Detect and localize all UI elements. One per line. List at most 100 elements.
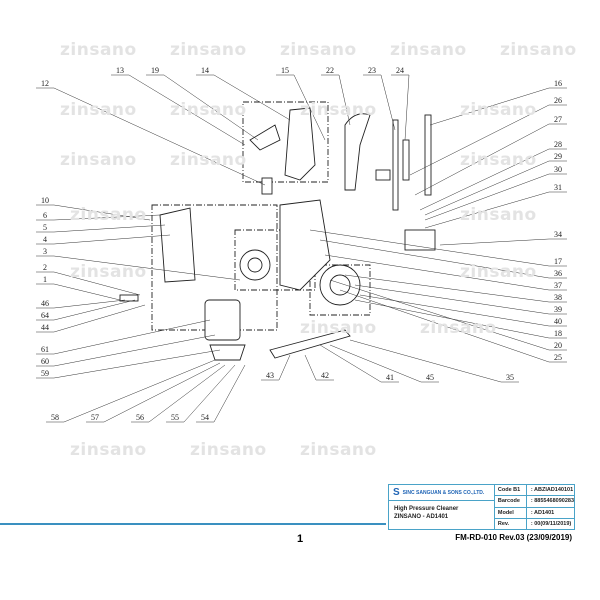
leader-line <box>338 74 351 126</box>
part-number-label: 38 <box>554 293 562 302</box>
cable-part <box>269 329 351 359</box>
leader-line <box>424 160 550 216</box>
front-cover-part <box>159 207 196 283</box>
part-number-label: 25 <box>554 353 562 362</box>
part-number-label: 16 <box>554 79 562 88</box>
part-number-label: 19 <box>151 66 159 75</box>
tb-key: Rev. <box>495 518 527 529</box>
leader-line <box>319 344 382 383</box>
tb-row-code: Code B1: ABZIAD140101 <box>494 485 574 497</box>
tb-value: : AD1401 <box>530 509 555 516</box>
part-number-label: 2 <box>43 263 47 272</box>
part-number-label: 24 <box>396 66 404 75</box>
leader-line <box>439 238 550 246</box>
lance-part <box>392 119 399 211</box>
part-number-label: 4 <box>43 235 47 244</box>
part-number-label: 56 <box>136 413 144 422</box>
part-number-label: 14 <box>201 66 209 75</box>
part-number-label: 34 <box>554 230 562 239</box>
leader-line <box>53 255 241 281</box>
leader-line <box>329 344 422 383</box>
leader-line <box>419 148 550 211</box>
part-number-label: 23 <box>368 66 376 75</box>
leader-line <box>429 87 550 126</box>
tb-value: : 00(09/11/2019) <box>530 520 572 527</box>
leader-line <box>404 74 410 141</box>
leader-line <box>53 349 221 379</box>
page-number: 1 <box>297 533 304 545</box>
knob-part <box>261 177 273 195</box>
part-number-label: 18 <box>554 329 562 338</box>
hose-coil-part <box>375 169 391 181</box>
part-number-label: 29 <box>554 152 562 161</box>
leader-line <box>128 74 246 146</box>
part-number-label: 12 <box>41 79 49 88</box>
part-number-label: 57 <box>91 413 99 422</box>
leader-line <box>53 87 266 186</box>
leader-line <box>53 334 216 367</box>
part-number-label: 54 <box>201 413 209 422</box>
part-number-label: 60 <box>41 357 49 366</box>
tb-row-rev: Rev.: 00(09/11/2019) <box>495 518 574 529</box>
part-number-label: 3 <box>43 247 47 256</box>
leader-line <box>103 362 221 423</box>
leader-line <box>183 364 236 423</box>
product-model-name: ZINSANO - AD1401 <box>394 514 449 520</box>
tb-row-barcode: Barcode: 8855468090283 <box>494 496 574 508</box>
leader-line <box>53 234 171 245</box>
part-number-label: 45 <box>426 373 434 382</box>
part-number-label: 27 <box>554 115 562 124</box>
leader-line <box>53 204 151 221</box>
divider-line <box>0 523 386 525</box>
part-number-label: 10 <box>41 196 49 205</box>
part-number-label: 5 <box>43 223 47 232</box>
part-number-label: 35 <box>506 373 514 382</box>
part-number-label: 31 <box>554 183 562 192</box>
leader-line <box>213 74 291 121</box>
leader-line <box>409 104 550 176</box>
part-number-label: 39 <box>554 305 562 314</box>
company-name: SINC SANGUAN & SONS CO.,LTD. <box>402 489 485 496</box>
leader-line <box>278 354 291 381</box>
logo-mark-icon: S <box>393 487 400 498</box>
tb-key: Code B1 <box>495 485 527 496</box>
leader-line <box>329 279 550 351</box>
part-number-label: 20 <box>554 341 562 350</box>
leader-line <box>354 284 550 315</box>
adapter-part <box>402 139 410 181</box>
part-number-label: 55 <box>171 413 179 422</box>
motor-base-part <box>209 344 246 361</box>
leader-line <box>53 224 166 233</box>
part-number-label: 36 <box>554 269 562 278</box>
leader-line <box>309 229 550 267</box>
part-number-label: 17 <box>554 257 562 266</box>
leader-line <box>344 274 550 303</box>
part-number-label: 40 <box>554 317 562 326</box>
leader-line <box>213 364 246 423</box>
leader-line <box>63 359 216 423</box>
leader-line <box>304 354 317 381</box>
leader-line <box>359 294 550 327</box>
detergent-bottle-part <box>404 229 436 251</box>
nozzle-part <box>424 114 432 196</box>
leader-line <box>53 319 211 355</box>
part-number-label: 30 <box>554 165 562 174</box>
part-number-label: 42 <box>321 371 329 380</box>
tb-key: Model <box>495 507 527 518</box>
leader-line <box>163 74 259 141</box>
part-number-label: 44 <box>41 323 49 332</box>
tb-row-model: Model: AD1401 <box>494 507 574 519</box>
inlet-connector-part <box>119 294 139 302</box>
part-number-label: 64 <box>41 311 49 320</box>
pump-wheel-hub-part <box>247 257 263 273</box>
leader-line <box>148 364 226 423</box>
leader-line <box>293 74 326 141</box>
hook-part <box>249 124 281 151</box>
leader-line <box>53 214 161 221</box>
part-number-label: 6 <box>43 211 47 220</box>
part-number-label: 41 <box>386 373 394 382</box>
part-number-label: 59 <box>41 369 49 378</box>
rear-housing-part <box>279 199 331 291</box>
part-number-label: 15 <box>281 66 289 75</box>
